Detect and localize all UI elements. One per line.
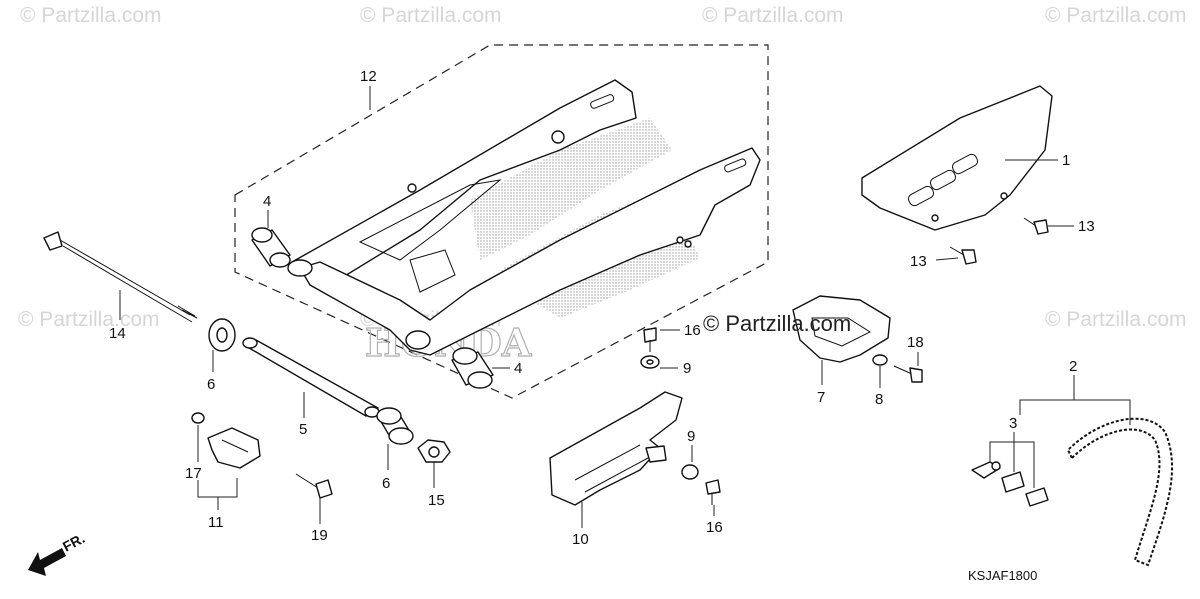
- chain-guide-plate: [792, 295, 891, 363]
- leader-lines: [119, 86, 1131, 528]
- watermark: © Partzilla.com: [1045, 308, 1187, 331]
- callout-15: 15: [428, 492, 445, 509]
- front-direction-indicator: FR.: [28, 530, 87, 576]
- slider-guide-assembly: [191, 412, 261, 469]
- screw-and-washer-upper: [640, 327, 660, 369]
- callout-16-upper: 16: [684, 322, 701, 339]
- callout-13-right: 13: [1078, 218, 1095, 235]
- callout-2: 2: [1069, 358, 1077, 375]
- callout-11: 11: [208, 514, 224, 531]
- chain-slider: [549, 391, 683, 506]
- assembly-boundary: [234, 44, 769, 399]
- callout-4-upper: 4: [263, 193, 271, 210]
- callout-numbers: 12 4 4 14 6 5 6 15 17 11 19 10 9 16 16 9…: [109, 68, 1095, 548]
- pivot-collar-lower: [451, 347, 494, 389]
- callout-9-upper: 9: [683, 360, 691, 377]
- swingarm: [287, 79, 761, 356]
- callout-7: 7: [817, 389, 825, 406]
- pivot-nut: [417, 439, 451, 463]
- chain-case-bolt-left: [949, 246, 977, 265]
- callout-14: 14: [109, 325, 126, 342]
- chain-case-bolt-right: [1023, 217, 1049, 235]
- drive-chain: [1066, 417, 1173, 567]
- chain-joint-set: [971, 461, 1049, 507]
- callout-10: 10: [572, 531, 589, 548]
- dust-seal-left: [208, 318, 236, 352]
- callout-13-left: 13: [910, 253, 927, 270]
- center-partzilla-logo: © Partzilla.com: [703, 311, 852, 336]
- callout-18: 18: [907, 334, 924, 351]
- pivot-collar-shaft: [242, 337, 380, 418]
- watermark: © Partzilla.com: [702, 4, 844, 27]
- callout-1: 1: [1062, 152, 1070, 169]
- callout-8: 8: [875, 391, 883, 408]
- diagram-code: KSJAF1800: [968, 568, 1037, 583]
- pivot-bolt: [43, 231, 198, 323]
- chain-case: [861, 85, 1053, 231]
- dust-seal-right: [376, 407, 414, 445]
- watermark: © Partzilla.com: [1045, 4, 1187, 27]
- direction-label: FR.: [60, 530, 87, 555]
- watermark: © Partzilla.com: [18, 308, 160, 331]
- callout-5: 5: [299, 421, 307, 438]
- flange-bolt: [295, 473, 333, 499]
- watermark: © Partzilla.com: [360, 4, 502, 27]
- callout-6-right: 6: [382, 475, 390, 492]
- washer-and-bolt: [872, 354, 923, 383]
- callout-9-lower: 9: [687, 428, 695, 445]
- callout-4-lower: 4: [514, 360, 522, 377]
- callout-17: 17: [185, 465, 202, 482]
- callout-3: 3: [1009, 415, 1017, 432]
- callout-16-lower: 16: [706, 519, 723, 536]
- callout-19: 19: [311, 527, 328, 544]
- screw-and-washer-lower: [681, 464, 721, 505]
- callout-12: 12: [360, 68, 377, 85]
- pivot-collar-upper: [251, 227, 291, 268]
- callout-6-left: 6: [207, 376, 215, 393]
- watermark: © Partzilla.com: [20, 4, 162, 27]
